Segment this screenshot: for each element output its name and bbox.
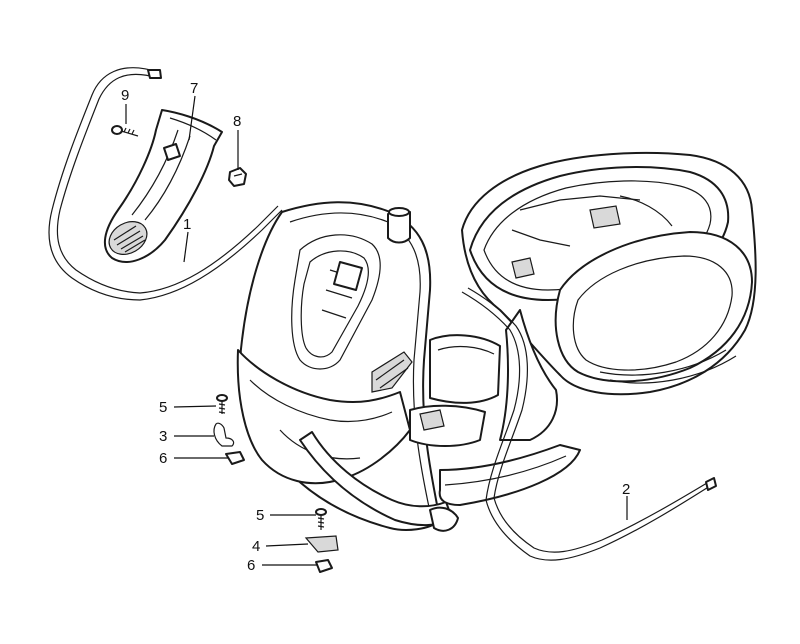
callout-8: 8: [233, 113, 241, 130]
callout-9: 9: [121, 87, 129, 104]
leader-4: [265, 543, 309, 547]
callout-3: 3: [159, 428, 167, 445]
callout-5-lower: 5: [256, 507, 264, 524]
leader-lines: [125, 95, 628, 566]
callout-labels: 9 7 8 1 5 3 6 5 4 6 2: [121, 80, 630, 574]
rear-body-shell: [461, 151, 757, 441]
callout-4: 4: [252, 538, 260, 555]
horn-grille: [108, 221, 148, 255]
leader-5a: [173, 405, 217, 408]
callout-2: 2: [622, 481, 630, 498]
callout-7: 7: [190, 80, 198, 97]
callout-6-lower: 6: [247, 557, 255, 574]
part-6-nut-lower: [315, 559, 333, 573]
leader-1: [183, 231, 189, 263]
part-1-edge-trim: [48, 67, 283, 301]
part-6-nut-upper: [225, 451, 245, 465]
part-8-clip-nut: [228, 167, 247, 187]
callout-1: 1: [183, 216, 191, 233]
callout-6-upper: 6: [159, 450, 167, 467]
callout-5-upper: 5: [159, 399, 167, 416]
part-2-trim-strip: [461, 287, 717, 561]
front-shield: [236, 201, 581, 532]
part-5-screw-lower: [315, 508, 327, 530]
part-5-screw-upper: [216, 394, 228, 414]
part-9-screw: [111, 125, 139, 137]
part-3-clip: [213, 422, 235, 447]
part-4-bracket: [304, 535, 339, 553]
leader-7: [188, 95, 196, 141]
part-7-horn-cover: [103, 109, 223, 263]
